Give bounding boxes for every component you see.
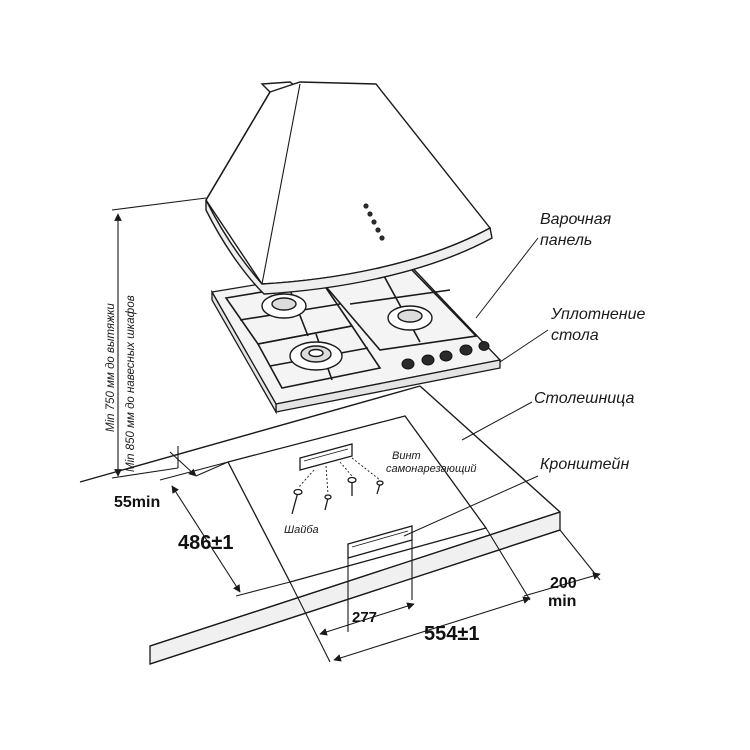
hob — [210, 259, 502, 415]
bracket-top — [299, 443, 353, 471]
hood-buttons-icon — [363, 203, 385, 241]
cabinet-min-label: Min 850 мм до навесных шкафов — [125, 295, 137, 472]
height-dimension — [111, 197, 207, 479]
side-gap-value: 200 — [550, 575, 577, 592]
screw-label-line2: самонарезающий — [386, 463, 477, 475]
screw-label-line1: Винт — [392, 450, 421, 462]
knob-icon — [401, 341, 490, 370]
countertop-label: Столешница — [534, 390, 634, 407]
range-hood — [205, 81, 493, 295]
hob-label-line2: панель — [540, 232, 592, 249]
hob-label-line1: Варочная — [540, 211, 612, 228]
seal-label-line2: стола — [551, 327, 599, 344]
seal-label-line1: Уплотнение — [550, 306, 646, 323]
depth-dim: 486±1 — [178, 532, 233, 554]
front-gap-dim: 55min — [114, 494, 160, 511]
screw-leaders — [297, 457, 381, 495]
screw-icon — [291, 476, 384, 515]
burner-icon — [261, 293, 433, 371]
washer-label: Шайба — [284, 524, 319, 536]
width-dim: 554±1 — [424, 623, 479, 645]
bracket-label: Кронштейн — [540, 456, 629, 473]
side-gap-unit: min — [548, 593, 576, 610]
hood-min-label: Min 750 мм до вытяжки — [105, 303, 117, 432]
bracket-spacing-dim: 277 — [352, 609, 377, 626]
leader-lines — [403, 237, 549, 537]
dimension-lines — [159, 446, 601, 663]
